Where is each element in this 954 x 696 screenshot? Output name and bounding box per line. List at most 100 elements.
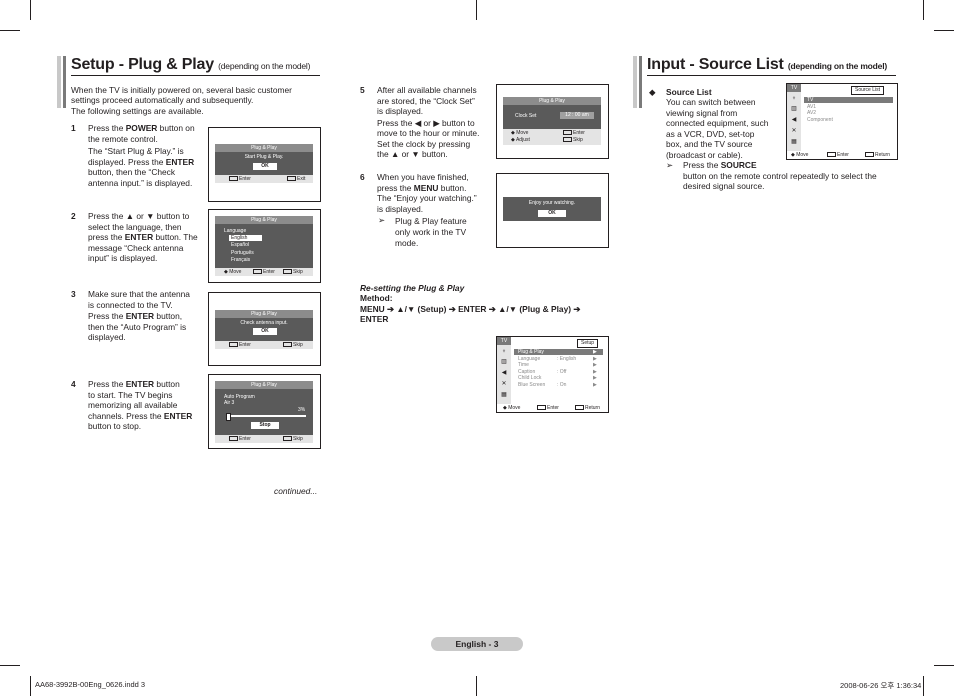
progress-percent: 3%: [298, 407, 306, 413]
language-label: Language: [224, 228, 247, 234]
ok-button[interactable]: OK: [253, 163, 277, 170]
section-bar: [633, 56, 637, 108]
note-line: only work in the TV: [395, 227, 467, 237]
step-number: 3: [71, 289, 76, 299]
crop-mark: [30, 676, 31, 696]
channel-icon: ✕: [501, 381, 507, 387]
air-channel-label: Air 3: [224, 400, 235, 406]
osd-footer: ◆ Move Enter Return: [787, 151, 897, 159]
setup-tab[interactable]: Setup: [577, 339, 599, 348]
step-line: After all available channels: [377, 85, 477, 95]
note-line: Plug & Play feature: [395, 216, 467, 226]
move-label: Move: [508, 405, 521, 411]
section-bar: [57, 56, 61, 108]
stop-button[interactable]: Stop: [251, 422, 279, 429]
menu-item-label: Child Lock: [518, 375, 542, 382]
crop-mark: [0, 665, 20, 666]
picture-icon: ▥: [501, 359, 507, 365]
osd-footer: Enter Skip: [215, 341, 313, 349]
note-arrow-icon: ➢: [666, 160, 674, 170]
tv-label: TV: [787, 84, 801, 92]
arrow-right-icon: ▶: [593, 375, 597, 382]
crop-mark: [476, 676, 477, 696]
move-label: Move: [796, 152, 809, 158]
press-source-line: desired signal source.: [683, 181, 765, 191]
antenna-icon: ♆: [501, 349, 507, 355]
menu-item[interactable]: Language: English▶: [518, 356, 597, 362]
menu-item-value: : English: [557, 355, 577, 362]
crop-mark: [30, 0, 31, 20]
source-item[interactable]: Component: [807, 116, 833, 123]
step-line: is displayed.: [377, 106, 424, 116]
crop-mark: [923, 676, 924, 696]
language-option[interactable]: Español: [231, 242, 250, 248]
language-option[interactable]: Français: [231, 257, 251, 263]
intro-line: The following settings are available.: [71, 106, 204, 116]
clock-value[interactable]: 12 : 00 am: [560, 112, 594, 119]
step-line: Press the ▲ or ▼ button to: [88, 211, 190, 221]
osd-title: Plug & Play: [215, 144, 313, 152]
crop-mark: [476, 0, 477, 20]
menu-item-label: Caption: [518, 368, 536, 375]
arrow-right-icon: ▶: [593, 355, 597, 362]
osd-title: Plug & Play: [215, 216, 313, 224]
menu-item[interactable]: Child Lock ▶: [518, 375, 597, 382]
source-item-selected[interactable]: TV: [807, 97, 814, 103]
title-text: Input - Source List: [647, 56, 784, 73]
menu-item-label: Time: [518, 362, 529, 369]
section-rule: [647, 75, 896, 76]
adjust-label: Adjust: [515, 137, 530, 143]
source-list-line: connected equipment, such: [666, 118, 769, 128]
reset-method: Method:: [360, 293, 393, 303]
step-line: displayed. Press the ENTER: [88, 156, 195, 167]
reset-path: MENU ➔ ▲/▼ (Setup) ➔ ENTER ➔ ▲/▼ (Plug &…: [360, 304, 581, 314]
enter-label: Enter: [263, 269, 275, 275]
press-source-line: Press the SOURCE: [683, 160, 757, 170]
step-line: select the language, then: [88, 221, 182, 232]
ok-button[interactable]: OK: [538, 210, 566, 217]
osd-enjoy-watching: Enjoy your watching. OK: [496, 173, 609, 248]
skip-label: Skip: [293, 269, 303, 275]
menu-item[interactable]: Caption: Off▶: [518, 368, 597, 375]
osd-setup-menu: TV ♆ ▥ ◀ ✕ ▦ Setup Plug & Play▶Language:…: [496, 336, 609, 413]
source-list-tab[interactable]: Source List: [851, 86, 885, 95]
arrow-right-icon: ▶: [593, 382, 597, 388]
note-arrow-icon: ➢: [378, 215, 386, 225]
setup-icon: ▦: [501, 392, 507, 398]
step-line: Press the ENTER button: [88, 379, 180, 389]
source-list-line: viewing signal from: [666, 107, 738, 118]
section-bar: [63, 56, 66, 108]
step-line: button to stop.: [88, 421, 142, 431]
ok-button[interactable]: OK: [253, 328, 277, 335]
step-line: Press the ◀ or ▶ button to: [377, 117, 475, 128]
step-line: are stored, the “Clock Set”: [377, 95, 475, 106]
setup-icon: ▦: [791, 139, 797, 145]
source-item[interactable]: AV2: [807, 110, 817, 117]
step-line: move to the hour or minute.: [377, 128, 480, 138]
menu-item[interactable]: Blue Screen: On▶: [518, 382, 597, 388]
step-line: the ▲ or ▼ button.: [377, 149, 448, 159]
menu-item-label: Plug & Play: [518, 349, 544, 355]
step-line: channels. Press the ENTER: [88, 410, 193, 421]
tv-label: TV: [497, 337, 511, 345]
menu-item[interactable]: Time▶: [518, 362, 597, 369]
crop-mark: [923, 0, 924, 20]
step-line: the remote control.: [88, 133, 158, 144]
language-option-selected[interactable]: English: [229, 235, 262, 241]
channel-icon: ✕: [791, 128, 797, 134]
menu-item-selected[interactable]: Plug & Play▶: [518, 349, 597, 355]
menu-item-label: Blue Screen: [518, 382, 546, 388]
crop-mark: [0, 30, 20, 31]
step-line: antenna input.” is displayed.: [88, 177, 193, 188]
intro-line: When the TV is initially powered on, sev…: [71, 85, 292, 95]
language-option[interactable]: Português: [231, 250, 254, 256]
enter-label: Enter: [239, 436, 251, 442]
step-line: press the ENTER button. The: [88, 232, 198, 242]
step-line: The “Start Plug & Play.” is: [88, 146, 184, 156]
sound-icon: ◀: [501, 370, 507, 376]
progress-fill: [226, 413, 231, 421]
section-bar: [639, 56, 642, 108]
section-title: Setup - Plug & Play (depending on the mo…: [71, 56, 310, 74]
step-line: Set the clock by pressing: [377, 138, 471, 149]
source-item[interactable]: AV1: [807, 103, 817, 110]
